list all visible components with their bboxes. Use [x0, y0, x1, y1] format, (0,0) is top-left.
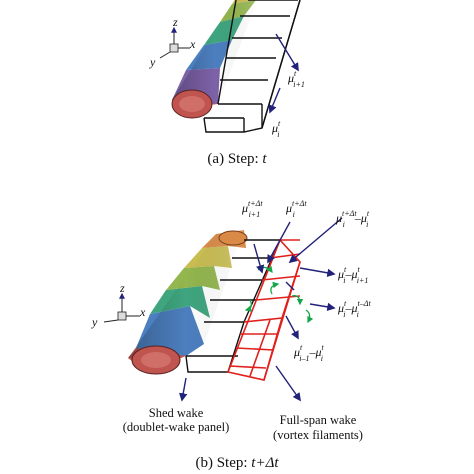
wing-a	[171, 0, 258, 119]
arrow-full-span-wake	[275, 365, 301, 402]
axis-y-b: y	[91, 315, 98, 329]
axis-triad-a: z x y	[149, 15, 196, 69]
wake-grid-a	[203, 0, 301, 133]
arrow-diff-2	[299, 267, 336, 277]
full-span-wake-title: Full-span wake	[280, 413, 357, 427]
arrow-shed-wake	[179, 377, 188, 402]
shed-wake-title: Shed wake	[149, 406, 204, 420]
arrow-top-right	[267, 221, 291, 264]
arrow-diff-1	[288, 217, 343, 264]
wing-b	[128, 230, 248, 375]
arrow-diff-4	[285, 315, 299, 340]
wing-b-shade	[128, 230, 244, 358]
axis-triad-b: z x y	[91, 281, 146, 329]
vortex-arrows-a	[268, 33, 299, 114]
full-span-wake-grid	[226, 238, 301, 381]
axis-z-a: z	[172, 15, 178, 29]
arrow-mu-i-plus-1	[275, 33, 299, 72]
axis-z-b: z	[119, 281, 125, 295]
arrow-top-left	[253, 243, 265, 274]
axis-y-a: y	[149, 55, 156, 69]
caption-b: (b) Step: t+Δt	[195, 455, 279, 471]
axis-x-b: x	[139, 305, 146, 319]
vortex-arrows-b	[179, 217, 343, 402]
wing-b-root	[218, 230, 248, 246]
arrow-mu-i	[268, 87, 281, 114]
shed-wake-subtitle: (doublet-wake panel)	[123, 420, 230, 434]
caption-a: (a) Step: t	[207, 151, 267, 167]
full-span-wake-subtitle: (vortex filaments)	[273, 428, 363, 442]
wing-a-shade	[172, 0, 258, 104]
arrow-diff-3	[309, 302, 336, 312]
axis-x-a: x	[189, 37, 196, 51]
